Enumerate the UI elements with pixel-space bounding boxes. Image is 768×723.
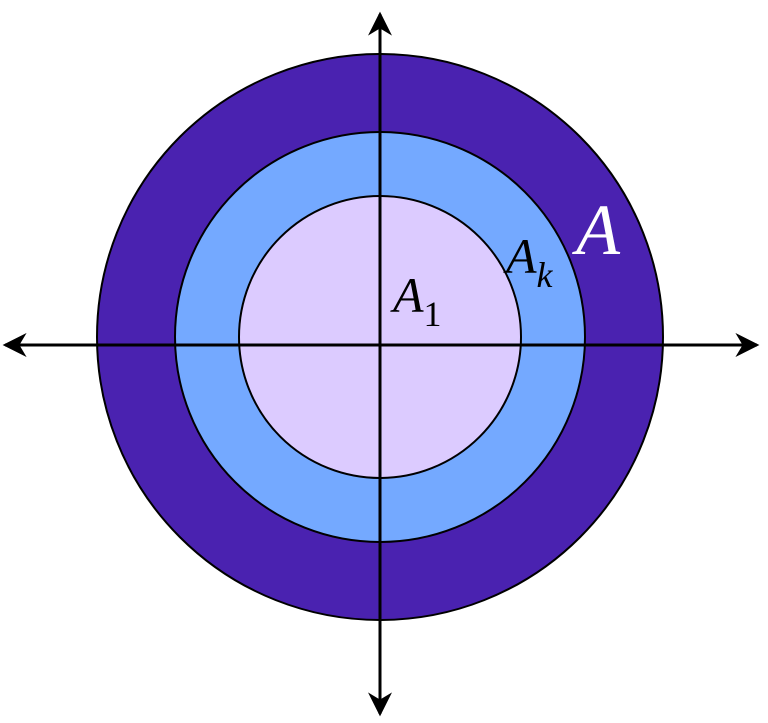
label-Ak-subscript: k <box>537 255 554 295</box>
label-A1: A1 <box>390 267 442 334</box>
label-A1-subscript: 1 <box>424 294 442 334</box>
label-A1-base: A <box>390 267 424 323</box>
label-Ak: Ak <box>503 228 554 295</box>
label-A: A <box>572 190 621 270</box>
label-Ak-base: A <box>503 228 537 284</box>
